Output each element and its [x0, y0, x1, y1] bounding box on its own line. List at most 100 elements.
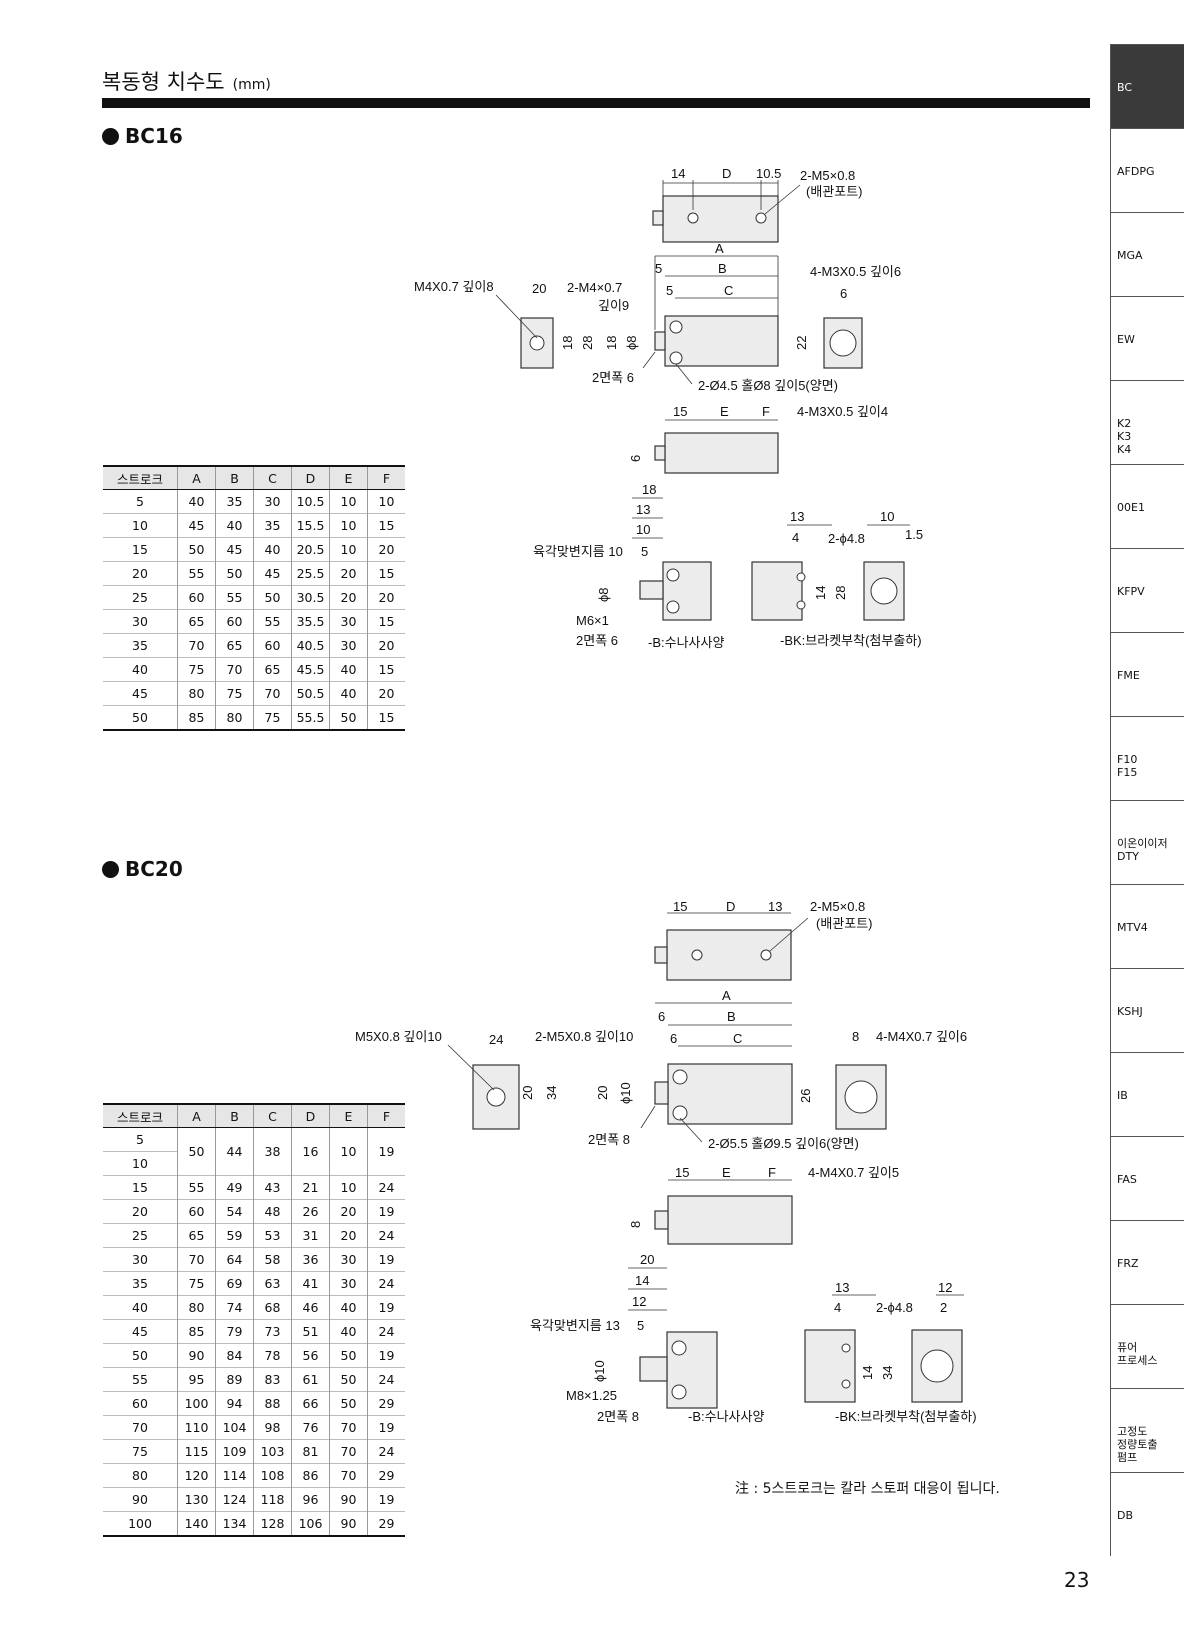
front-view-20: A B C 6 6 M5X0.8 깊이10 24 2-M5X0.8 깊이10 2… — [355, 988, 967, 1151]
sidebar-tab-9[interactable]: 이온이이저 DTY — [1110, 800, 1184, 884]
sidebar-tab-16[interactable]: 고정도 정량토출 펌프 — [1110, 1388, 1184, 1472]
table-cell: 40 — [215, 513, 254, 538]
table-cell: 88 — [253, 1391, 292, 1416]
table-cell: 84 — [215, 1343, 254, 1368]
table-cell: 30 — [329, 609, 368, 634]
b-flat: 2면폭 6 — [576, 633, 618, 648]
b-hex-nut: 육각맞변지름 13 — [530, 1318, 620, 1333]
b-thread: M8×1.25 — [566, 1388, 617, 1403]
bk-dim-28: 28 — [833, 586, 848, 600]
table-cell: 70 — [177, 1247, 216, 1272]
table-cell: 40 — [329, 1295, 368, 1320]
table-cell: 60 — [177, 585, 216, 610]
table-cell: 25 — [103, 585, 178, 610]
sidebar-tab-5[interactable]: 00E1 — [1110, 464, 1184, 548]
dimension-table-bc20: 스트로크 A B C D E F 5 50 44 38 16 10 19 10 … — [103, 1103, 405, 1537]
port-sub: (배관포트) — [816, 916, 873, 931]
table-cell: 81 — [291, 1439, 330, 1464]
bk-dim-14: 14 — [813, 586, 828, 600]
sidebar-tab-0[interactable]: BC — [1110, 44, 1184, 128]
table-cell: 75 — [253, 705, 292, 730]
b-dim-18: 18 — [642, 482, 656, 497]
table-cell: 24 — [367, 1439, 405, 1464]
sidebar-tab-14[interactable]: FRZ — [1110, 1220, 1184, 1304]
bk-dim-34: 34 — [880, 1366, 895, 1380]
table-cell: 70 — [329, 1415, 368, 1440]
page-number: 23 — [1064, 1568, 1090, 1592]
table-cell: 20 — [329, 1223, 368, 1248]
table-cell: 100 — [103, 1511, 178, 1536]
sidebar-tab-10[interactable]: MTV4 — [1110, 884, 1184, 968]
b-option-view: 18 13 10 5 육각맞변지름 10 ϕ8 M6×1 2면폭 6 -B:수나… — [533, 482, 724, 650]
sidebar-tab-15[interactable]: 퓨어 프로세스 — [1110, 1304, 1184, 1388]
dim-18a: 18 — [560, 336, 575, 350]
table-cell: 55 — [177, 1175, 216, 1200]
table-cell: 53 — [253, 1223, 292, 1248]
b-dim-12: 12 — [632, 1294, 646, 1309]
sidebar-tab-8[interactable]: F10 F15 — [1110, 716, 1184, 800]
table-cell: 65 — [215, 633, 254, 658]
table-cell: 20 — [367, 633, 405, 658]
table-cell: 50.5 — [291, 681, 330, 706]
end-thread-depth: 깊이9 — [598, 298, 629, 313]
table-cell: 110 — [177, 1415, 216, 1440]
table-cell: 40 — [103, 1295, 178, 1320]
sidebar-tab-11[interactable]: KSHJ — [1110, 968, 1184, 1052]
sidebar-tab-1[interactable]: AFDPG — [1110, 128, 1184, 212]
top-view-20: 15 D 13 2-M5×0.8 (배관포트) — [654, 899, 873, 981]
drawing-bc20: 15 D 13 2-M5×0.8 (배관포트) A B C 6 6 M5X0.8… — [355, 899, 977, 1424]
table-cell: 20.5 — [291, 537, 330, 562]
table-cell: 45 — [177, 513, 216, 538]
dim-d: D — [722, 166, 731, 181]
table-cell: 140 — [177, 1511, 216, 1536]
width-flat: 2면폭 8 — [588, 1132, 630, 1147]
table-cell: 30 — [103, 1247, 178, 1272]
table-cell: 95 — [177, 1367, 216, 1392]
table-cell: 90 — [329, 1487, 368, 1512]
table-cell: 128 — [253, 1511, 292, 1536]
bk-dim-10: 10 — [880, 509, 894, 524]
table-cell: 36 — [291, 1247, 330, 1272]
table-cell: 69 — [215, 1271, 254, 1296]
table-cell: 106 — [291, 1511, 330, 1536]
dim-22: 22 — [794, 336, 809, 350]
sidebar-tab-13[interactable]: FAS — [1110, 1136, 1184, 1220]
sidebar-tab-6[interactable]: KFPV — [1110, 548, 1184, 632]
table-cell: 35 — [253, 513, 292, 538]
table-cell: 85 — [177, 1319, 216, 1344]
table-cell: 29 — [367, 1463, 405, 1488]
table-cell: 15.5 — [291, 513, 330, 538]
bk-hole: 2-ϕ4.8 — [876, 1300, 913, 1315]
table-cell: 73 — [253, 1319, 292, 1344]
table-cell: 30 — [253, 489, 292, 514]
sidebar-tab-4[interactable]: K2 K3 K4 — [1110, 380, 1184, 464]
table-cell: 75 — [215, 681, 254, 706]
bk-dim-13: 13 — [790, 509, 804, 524]
table-cell: 60 — [253, 633, 292, 658]
sidebar-tab-7[interactable]: FME — [1110, 632, 1184, 716]
bk-dim-2: 2 — [940, 1300, 947, 1315]
table-cell: 90 — [329, 1511, 368, 1536]
model-heading-bc20: BC20 — [102, 857, 183, 881]
table-cell: 66 — [291, 1391, 330, 1416]
bk-dim-13: 13 — [835, 1280, 849, 1295]
sidebar-tab-17[interactable]: DB — [1110, 1472, 1184, 1556]
dim-a: A — [722, 988, 731, 1003]
sidebar-tab-3[interactable]: EW — [1110, 296, 1184, 380]
dim-d8: ϕ8 — [624, 335, 639, 350]
table-cell: 41 — [291, 1271, 330, 1296]
table-header-row: 스트로크 A B C D E F — [103, 1104, 405, 1128]
drawing-bc16: 14 D 10.5 2-M5×0.8 (배관포트) A B C 5 5 M4X0… — [414, 166, 923, 650]
table-cell: 10.5 — [291, 489, 330, 514]
table-cell: 40 — [103, 657, 178, 682]
b-caption: -B:수나사사양 — [688, 1409, 764, 1424]
sidebar-tab-2[interactable]: MGA — [1110, 212, 1184, 296]
sidebar-tab-12[interactable]: IB — [1110, 1052, 1184, 1136]
